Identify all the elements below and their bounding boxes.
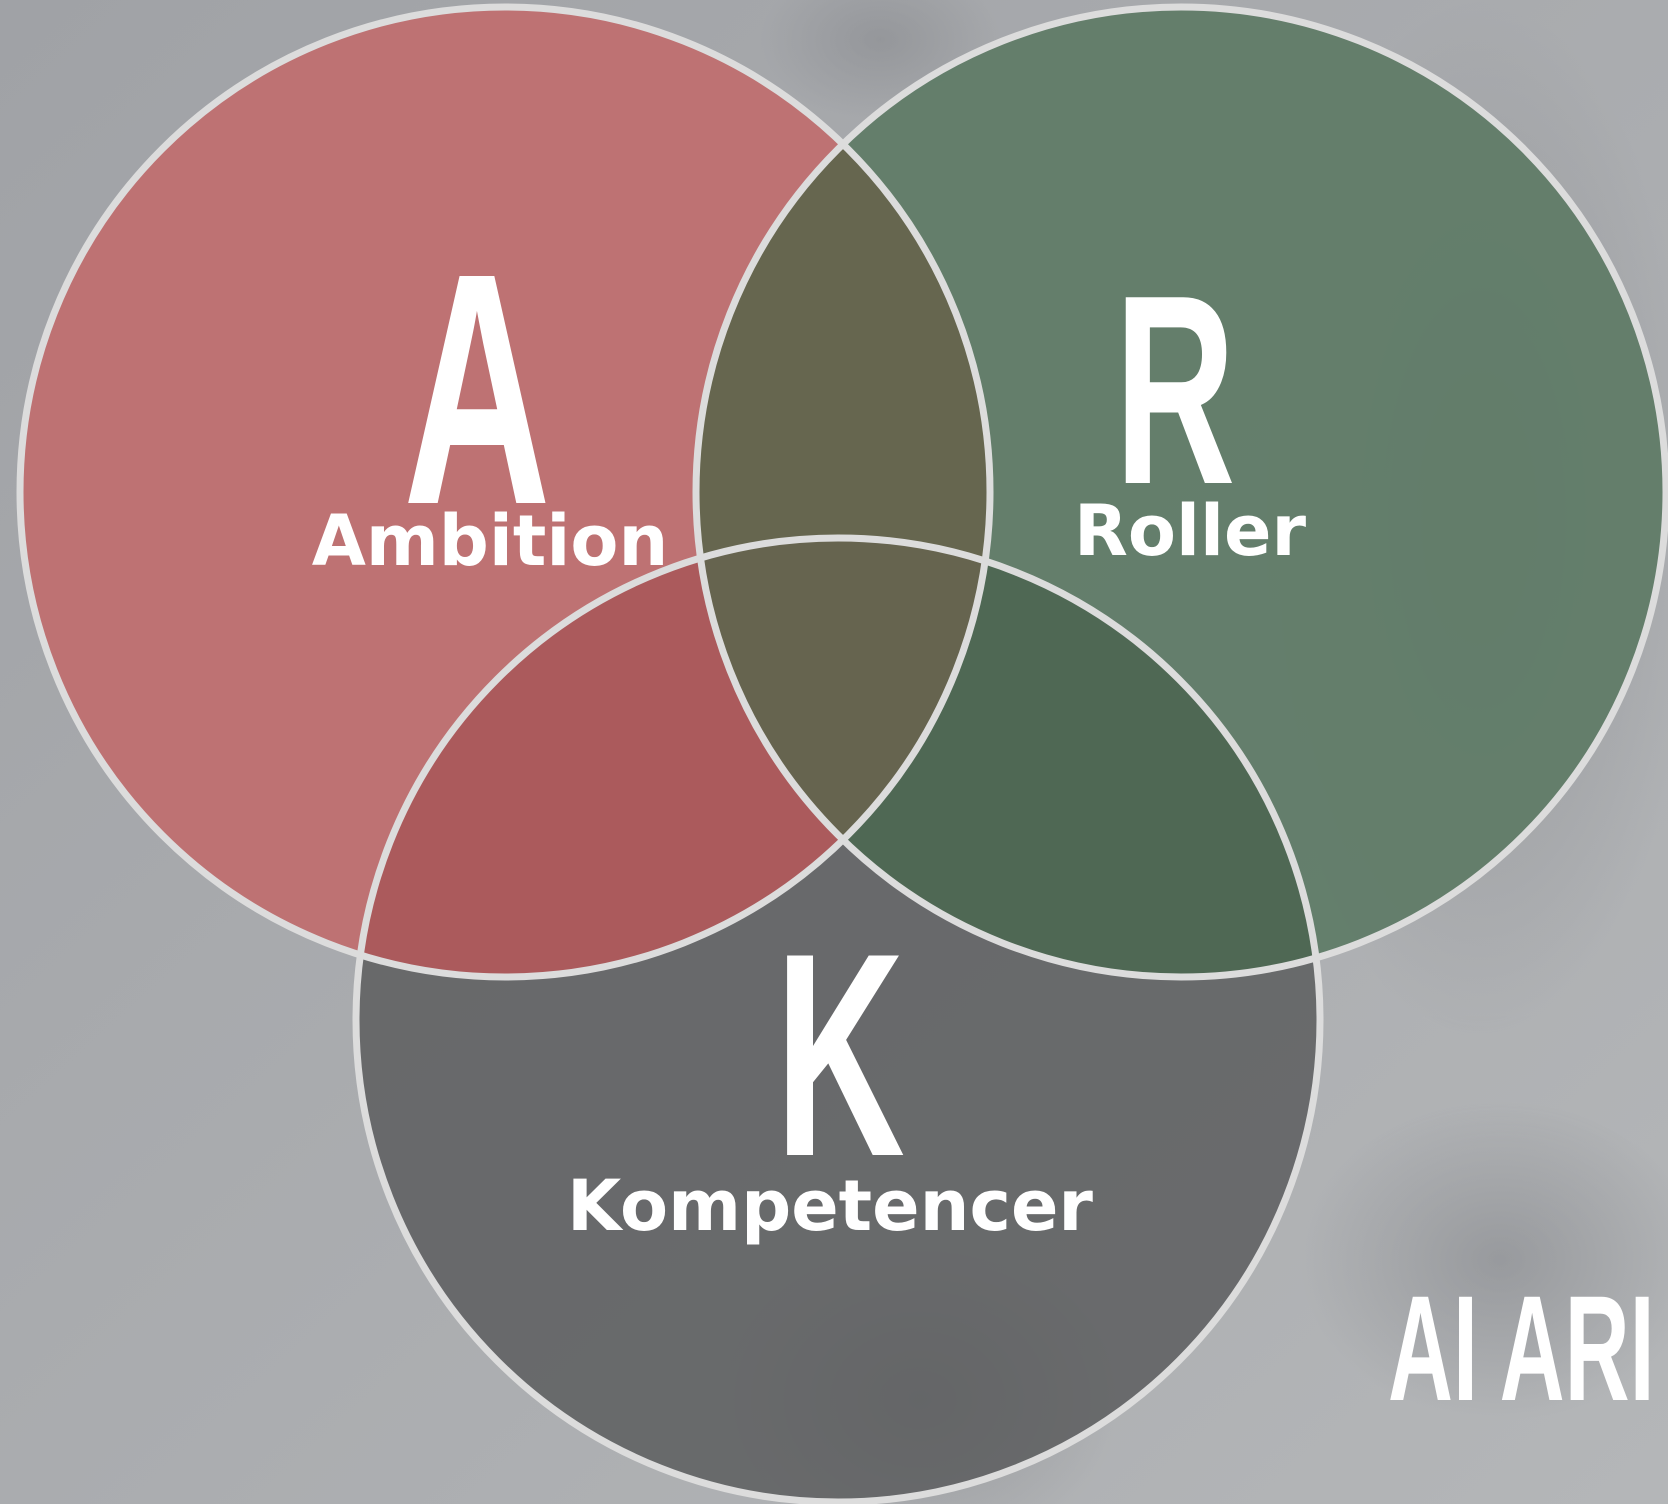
letter-k: K [775, 894, 905, 1217]
letter-r: R [1115, 239, 1236, 541]
corner-title: AI ARI [1388, 1265, 1655, 1432]
label-kompetencer: Kompetencer [567, 1165, 1093, 1247]
label-ambition: Ambition [312, 500, 669, 582]
label-roller: Roller [1074, 490, 1306, 572]
circle-outlines [16, 3, 1668, 1504]
letter-a: A [403, 205, 551, 574]
